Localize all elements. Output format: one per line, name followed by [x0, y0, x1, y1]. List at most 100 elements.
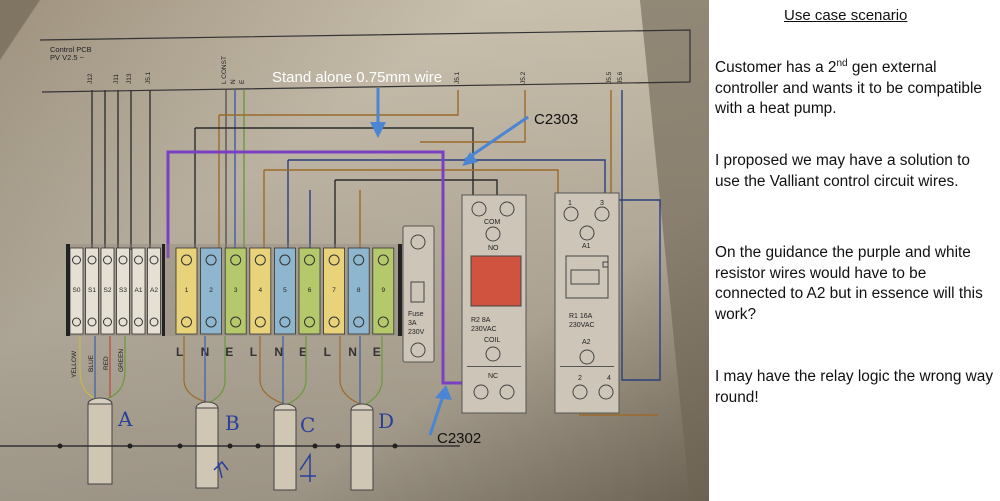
terminal-number: 7 — [332, 287, 336, 294]
relay2-window — [470, 255, 522, 307]
fuse-voltage: 230V — [408, 329, 425, 336]
relay2-nc: NC — [488, 373, 498, 380]
arrow-c2303 — [462, 115, 529, 166]
p1-start: Customer has a 2 — [715, 59, 837, 76]
scenario-paragraph-3: On the guidance the purple and white res… — [715, 244, 983, 323]
terminal-7: 7 — [323, 247, 346, 335]
scenario-paragraph-4: I may have the relay logic the wrong way… — [715, 368, 994, 406]
pin-label-j13: J13 — [126, 73, 133, 84]
terminal-label: A1 — [135, 287, 143, 294]
wire-label-yellow: YELLOW — [71, 350, 78, 378]
fuse-label: Fuse — [408, 311, 424, 318]
p1-end: gen external controller and wants it to … — [715, 59, 982, 117]
pin-label-j52: J5.2 — [520, 71, 527, 84]
terminal-number: 4 — [258, 287, 262, 294]
cable-letter-d: D — [378, 409, 394, 433]
wire-label-blue: BLUE — [88, 354, 95, 372]
paper-dark-corner — [640, 0, 709, 501]
pin-label-n: N — [230, 79, 237, 84]
pcb-title: Control PCB — [50, 45, 92, 54]
relay2-rating: R2 8A — [471, 317, 491, 324]
lne-label: L — [324, 345, 331, 359]
scenario-paragraph-2: I proposed we may have a solution to use… — [715, 152, 970, 190]
scenario-paragraph-1: Customer has a 2nd gen external controll… — [715, 58, 999, 120]
terminal-s2: S2 — [100, 247, 115, 335]
pin-label-j55: J5.5 — [606, 71, 613, 84]
lne-label: E — [225, 345, 233, 359]
annotation-c2303: C2303 — [534, 111, 578, 128]
lne-label: L — [176, 345, 183, 359]
lne-label: E — [373, 345, 381, 359]
pcb-outline — [39, 29, 691, 93]
terminal-number: 6 — [308, 287, 312, 294]
relay1-a1: A1 — [582, 243, 591, 250]
pin-label-j12: J12 — [87, 73, 94, 84]
terminal-a2: A2 — [147, 247, 161, 335]
relay1-t4: 4 — [607, 375, 611, 382]
terminal-label: S2 — [104, 287, 112, 294]
pin-label-l-const: L CONST — [221, 56, 228, 84]
terminal-2: 2 — [200, 247, 223, 335]
lne-label: E — [299, 345, 307, 359]
cable-letter-b: B — [225, 411, 240, 435]
terminal-4: 4 — [249, 247, 272, 335]
terminal-label: S1 — [88, 287, 96, 294]
terminal-number: 5 — [283, 287, 287, 294]
p1-superscript: nd — [836, 58, 848, 69]
terminal-a1: A1 — [131, 247, 146, 335]
wiring-diagram-photo: Control PCB PV V2.5 ~ J12 J11 J13 J5.1 L… — [0, 0, 709, 501]
relay1-voltage: 230VAC — [569, 322, 595, 329]
relay1-t2: 2 — [578, 375, 582, 382]
terminal-1: 1 — [175, 247, 198, 335]
arrow-c2302 — [428, 385, 452, 436]
relay2-com: COM — [484, 219, 501, 226]
relay2-no: NO — [488, 245, 499, 252]
relay2-voltage: 230VAC — [471, 326, 497, 333]
terminal-label: S0 — [73, 287, 81, 294]
relay2-coil: COIL — [484, 337, 500, 344]
relay1-rating: R1 16A — [569, 313, 593, 320]
terminal-block: S0 S1 S2 S3 A1 A2 1 2 3 4 5 6 7 8 9 — [66, 244, 404, 336]
relay-r2: COM NO R2 8A 230VAC COIL NC — [461, 194, 527, 414]
cable-letter-c: C — [300, 413, 315, 437]
relay1-a2: A2 — [582, 339, 591, 346]
cable-letter-a: A — [117, 407, 133, 431]
pin-label-e: E — [239, 79, 246, 84]
lne-label: N — [274, 345, 283, 359]
terminal-label: A2 — [150, 287, 158, 294]
terminal-s0: S0 — [69, 247, 84, 335]
terminal-number: 2 — [209, 287, 213, 294]
pin-label-j51: J5.1 — [145, 71, 152, 84]
fuse-holder: Fuse 3A 230V — [402, 225, 435, 363]
terminal-s1: S1 — [85, 247, 99, 335]
scenario-heading: Use case scenario — [784, 7, 908, 24]
scenario-panel: Use case scenario Customer has a 2nd gen… — [714, 0, 998, 501]
terminal-3: 3 — [224, 247, 247, 335]
purple-standalone-wire — [166, 150, 483, 385]
relay-r1: 1 3 A1 R1 16A 230VAC A2 2 4 — [554, 192, 620, 414]
terminal-9: 9 — [372, 247, 395, 335]
wire-label-red: RED — [103, 356, 110, 370]
terminal-5: 5 — [273, 247, 296, 335]
annotation-c2302: C2302 — [437, 430, 481, 447]
terminal-number: 3 — [234, 287, 238, 294]
terminal-number: 9 — [381, 287, 385, 294]
lne-label: N — [348, 345, 357, 359]
relay1-t3: 3 — [600, 200, 604, 207]
wire-label-green: GREEN — [118, 349, 125, 372]
pcb-version: PV V2.5 ~ — [50, 53, 85, 62]
relay1-t1: 1 — [568, 200, 572, 207]
terminal-s3: S3 — [116, 247, 130, 335]
arrow-standalone — [370, 88, 386, 138]
terminal-number: 1 — [185, 287, 189, 294]
terminal-6: 6 — [298, 247, 321, 335]
pin-label-j51b: J5.1 — [454, 71, 461, 84]
lne-label: L — [250, 345, 257, 359]
pin-label-j56: J5.6 — [617, 71, 624, 84]
wire-brown-top — [219, 90, 459, 116]
annotation-standalone-wire: Stand alone 0.75mm wire — [272, 69, 442, 86]
fuse-rating: 3A — [408, 320, 417, 327]
terminal-8: 8 — [347, 247, 370, 335]
terminal-label: S3 — [119, 287, 127, 294]
pin-label-j11: J11 — [113, 74, 120, 84]
